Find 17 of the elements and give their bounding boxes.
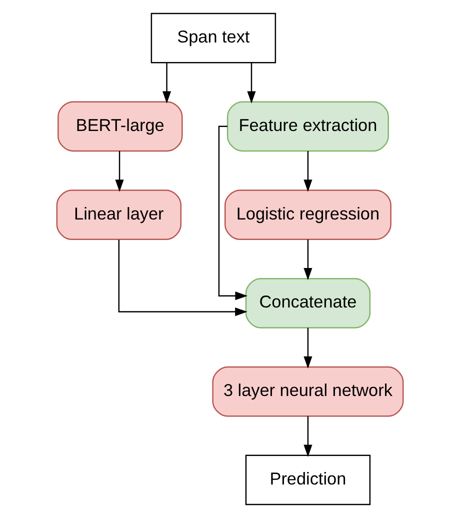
arrow xyxy=(162,62,172,104)
node-box: Logistic regression xyxy=(224,190,392,240)
arrow xyxy=(218,126,248,300)
node-box: Feature extraction xyxy=(226,101,389,152)
arrow xyxy=(304,416,312,458)
arrow xyxy=(247,62,256,104)
node-box: Prediction xyxy=(245,454,371,506)
arrow xyxy=(304,151,312,192)
arrow xyxy=(115,151,124,192)
node-box: Concatenate xyxy=(245,278,371,328)
arrow xyxy=(118,240,248,316)
node-box: Linear layer xyxy=(56,190,182,240)
node-box: Span text xyxy=(150,12,276,64)
arrow xyxy=(304,328,312,369)
arrow xyxy=(304,239,312,280)
node-box: BERT-large xyxy=(58,101,183,152)
node-box: 3 layer neural network xyxy=(212,366,404,417)
